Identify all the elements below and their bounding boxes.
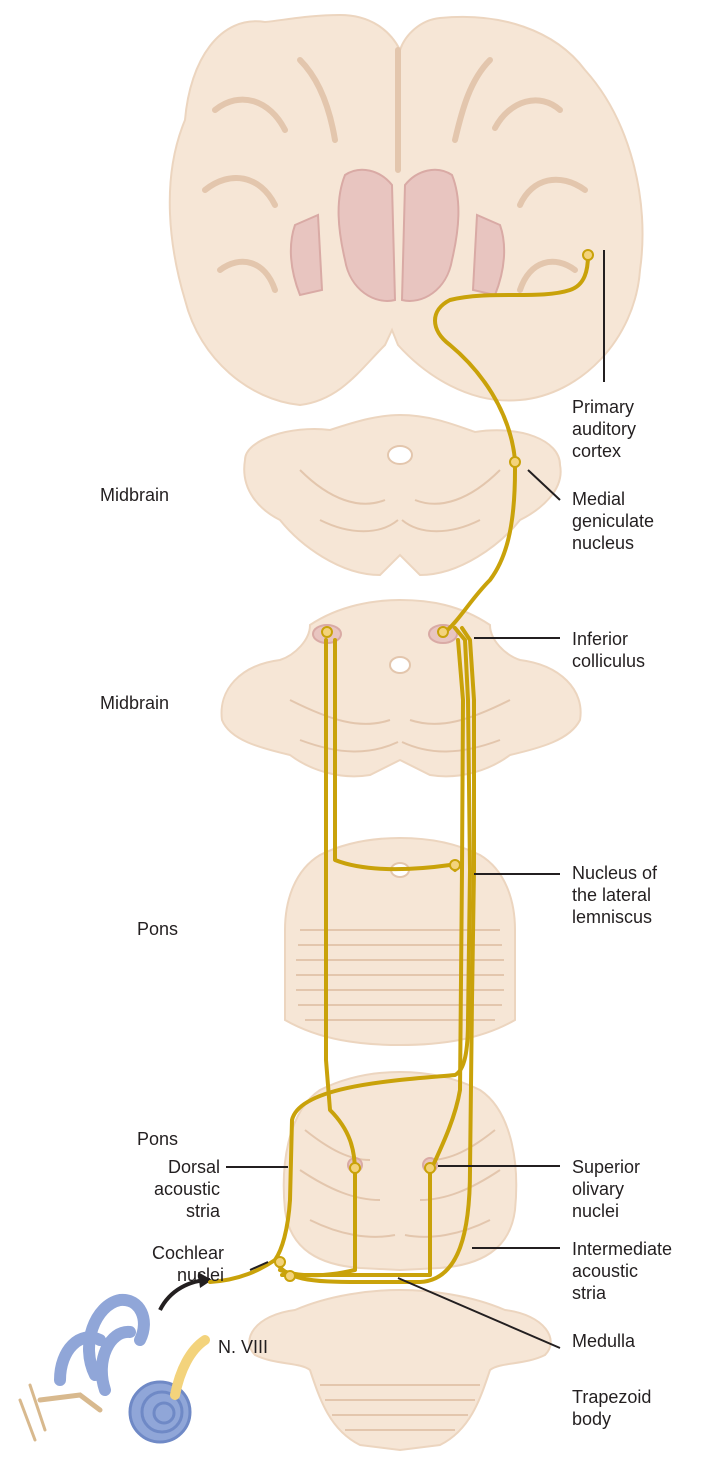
label-inferior-colliculus: Inferior colliculus	[572, 628, 645, 672]
label-intermediate-acoustic-stria: Intermediate acoustic stria	[572, 1238, 672, 1304]
label-pons-upper: Pons	[137, 918, 178, 940]
label-nucleus-lateral-lemniscus: Nucleus of the lateral lemniscus	[572, 862, 657, 928]
midbrain-lower-section	[222, 600, 581, 776]
pons-lower-section	[284, 1072, 516, 1270]
label-dorsal-acoustic-stria: Dorsal acoustic stria	[120, 1156, 220, 1222]
inner-ear-cochlea	[20, 1300, 205, 1442]
medulla-section	[249, 1290, 550, 1450]
label-midbrain-upper: Midbrain	[100, 484, 169, 506]
label-superior-olivary-nuclei: Superior olivary nuclei	[572, 1156, 640, 1222]
label-n-viii: N. VIII	[218, 1336, 268, 1358]
label-cochlear-nuclei: Cochlear nuclei	[120, 1242, 224, 1286]
coronal-brain-section	[170, 15, 643, 405]
label-primary-auditory-cortex: Primary auditory cortex	[572, 396, 636, 462]
label-pons-lower: Pons	[137, 1128, 178, 1150]
label-medial-geniculate-nucleus: Medial geniculate nucleus	[572, 488, 654, 554]
label-medulla: Medulla	[572, 1330, 635, 1352]
label-trapezoid-body: Trapezoid body	[572, 1386, 651, 1430]
label-midbrain-lower: Midbrain	[100, 692, 169, 714]
